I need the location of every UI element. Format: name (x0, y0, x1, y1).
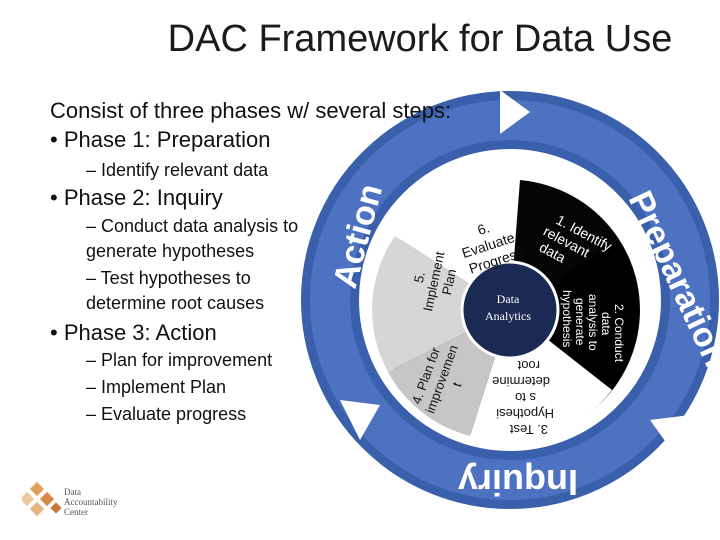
phase-2-sub-1a: – Conduct data analysis to (86, 216, 299, 236)
phase-2-sub-1b: generate hypotheses (86, 241, 255, 261)
logo-line-2: Accountability (64, 497, 118, 507)
step-2-label: 2. Conduct data analysis to generate hyp… (560, 290, 626, 363)
step-4-line-3: t (449, 380, 464, 389)
step-2-line-1: 2. Conduct (612, 304, 626, 363)
dac-logo (22, 481, 62, 517)
center-label-1: Data (497, 292, 520, 306)
wheel (372, 178, 640, 442)
logo-line-1: Data (64, 487, 81, 497)
intro-text: Consist of three phases w/ several steps… (50, 98, 452, 123)
step-3-line-3: s to (515, 390, 536, 405)
phase-1-sub-1: – Identify relevant data (86, 160, 269, 180)
step-3-label: 3. Test Hypothesi s to determine root (492, 358, 554, 437)
step-2-line-3: analysis to (586, 294, 600, 351)
slide-title: DAC Framework for Data Use (167, 18, 673, 60)
step-2-line-5: hypothesis (560, 290, 574, 347)
wedge-2 (510, 240, 639, 390)
step-3-line-2: Hypothesi (496, 406, 554, 421)
step-6-line-1: 6. (475, 219, 491, 238)
step-2-line-4: generate (573, 298, 587, 346)
step-3-line-5: root (517, 358, 540, 373)
step-2-line-2: data (599, 312, 613, 336)
arrow-gap-top (500, 90, 530, 134)
phase-3-sub-1: – Plan for improvement (86, 350, 273, 370)
logo-mark-icon (22, 481, 62, 517)
phase-2-item: • Phase 2: Inquiry (50, 185, 223, 210)
phase-1-item: • Phase 1: Preparation (50, 127, 271, 152)
phase-3-sub-3: – Evaluate progress (86, 404, 247, 424)
step-3-line-4: determine (492, 374, 550, 389)
wedge-5 (372, 236, 510, 372)
center-label-2: Analytics (485, 309, 531, 323)
phase-2-sub-2a: – Test hypotheses to (86, 268, 251, 288)
logo-text: Data Accountability Center (64, 487, 118, 517)
arrow-gap-left (340, 400, 380, 440)
phase-2-sub-2b: determine root causes (86, 293, 265, 313)
arrow-gap-right (650, 415, 690, 448)
step-5-line-1: 5. (411, 270, 428, 284)
logo-line-3: Center (64, 507, 88, 517)
step-3-line-1: 3. Test (510, 422, 548, 437)
phase-3-sub-2: – Implement Plan (86, 377, 227, 397)
center-hub (460, 260, 560, 360)
phase-3-item: • Phase 3: Action (50, 320, 217, 345)
step-5-line-3: Plan (439, 268, 459, 297)
arrow-label-inquiry: Inquiry (458, 462, 578, 503)
